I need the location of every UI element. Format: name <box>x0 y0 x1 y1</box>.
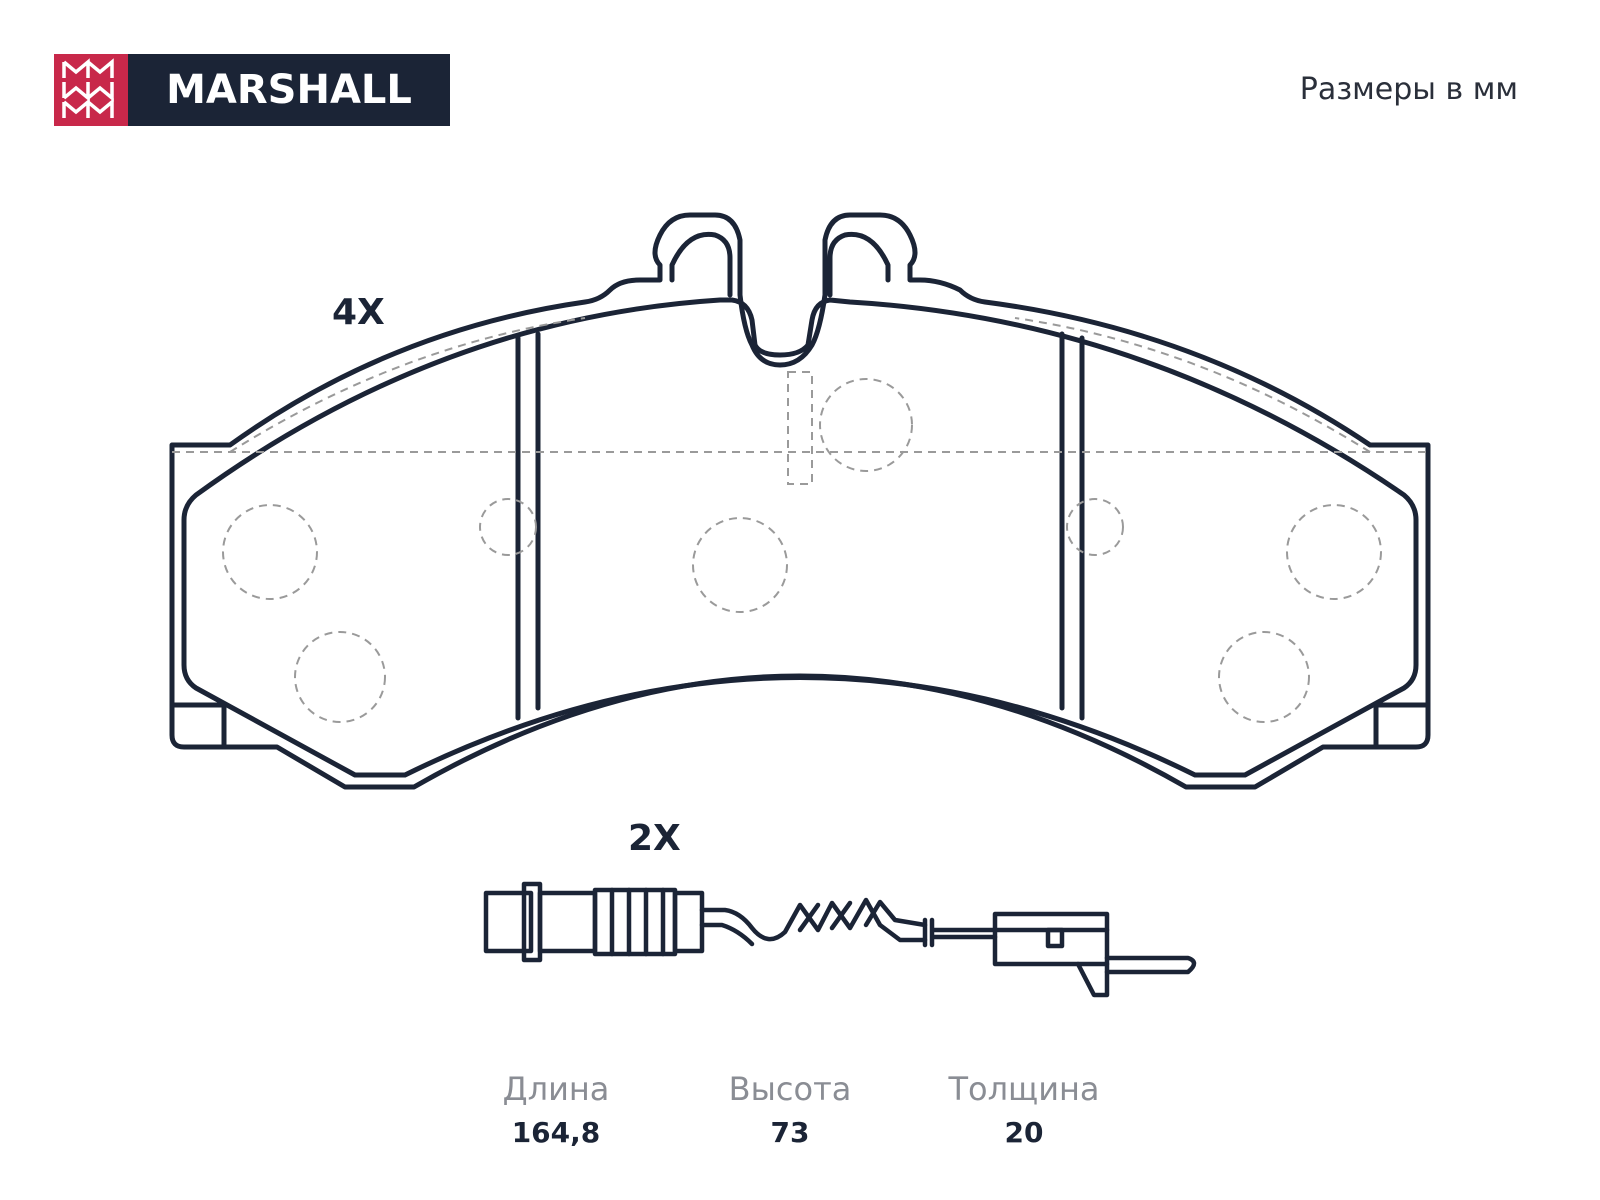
friction-material-outline <box>181 297 1419 778</box>
sensor-plug-rear <box>537 890 598 954</box>
hidden-features <box>172 317 1428 723</box>
sensor-probe-notch <box>1045 927 1065 949</box>
spec-value: 20 <box>1004 1116 1044 1149</box>
pad-quantity-label: 4X <box>332 292 385 333</box>
brake-pad-drawing <box>169 212 1431 790</box>
sensor-quantity-label: 2X <box>628 818 681 859</box>
sensor-wire-coil <box>699 897 928 943</box>
backing-plate-outline <box>169 212 1431 790</box>
sensor-wire-coil-back <box>699 899 928 947</box>
brand-mark-icon <box>54 54 128 126</box>
slot-right <box>1059 331 1085 721</box>
spec-height: Высота 73 <box>690 1070 890 1149</box>
sensor-plug-body <box>483 890 534 954</box>
brand-wordmark: MARSHALL <box>128 54 450 126</box>
spec-length: Длина 164,8 <box>456 1070 656 1149</box>
spec-value: 164,8 <box>511 1116 601 1149</box>
brand-logo: MARSHALL <box>54 54 450 126</box>
sensor-probe-foot <box>1075 961 1110 998</box>
specs-table: Длина 164,8 Высота 73 Толщина 20 <box>0 1070 1600 1190</box>
units-note: Размеры в мм <box>1299 72 1518 107</box>
spec-value: 73 <box>770 1116 810 1149</box>
spec-label: Толщина <box>948 1070 1100 1108</box>
spec-label: Высота <box>728 1070 852 1108</box>
spec-thickness: Толщина 20 <box>924 1070 1124 1149</box>
wear-sensor-drawing <box>483 881 1197 998</box>
clip-inner-right <box>827 231 891 298</box>
ear-left <box>169 702 227 750</box>
clip-inner <box>669 231 733 298</box>
sensor-probe-body <box>992 911 1110 967</box>
sensor-probe-tip <box>1104 955 1197 975</box>
ear-right <box>1373 702 1431 750</box>
spec-label: Длина <box>502 1070 610 1108</box>
slot-left <box>515 331 541 721</box>
sensor-grip-ribs <box>609 887 666 957</box>
sensor-wire-end <box>922 917 998 948</box>
sensor-strain-relief <box>672 890 705 954</box>
